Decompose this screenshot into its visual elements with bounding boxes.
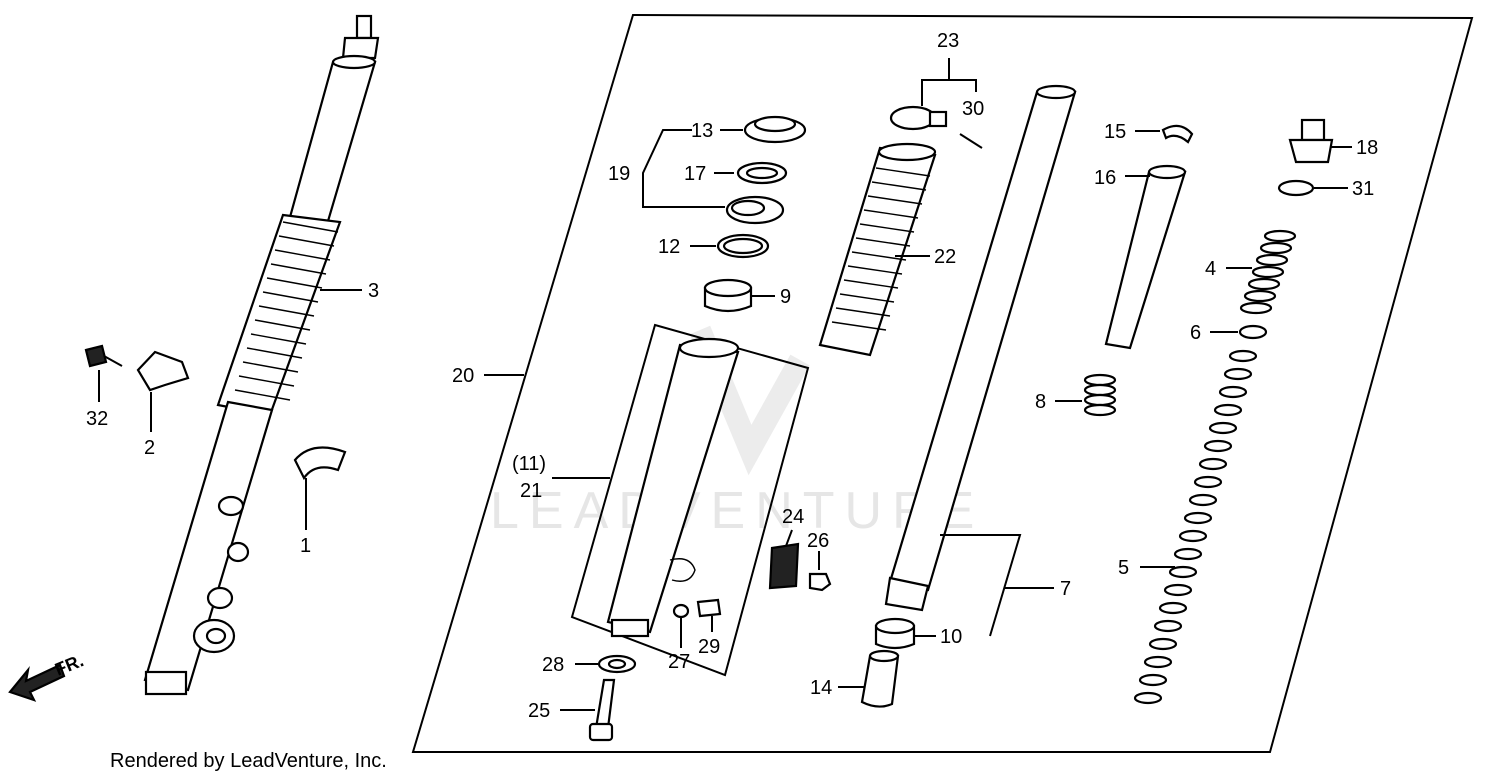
outer-slider [143, 400, 274, 692]
dust-seal-13-lip [753, 115, 797, 133]
slider-boss-3 [206, 586, 234, 610]
cable-clamp [136, 350, 190, 392]
credit-text: Rendered by LeadVenture, Inc. [110, 750, 387, 772]
inner-tube-7-end [884, 576, 930, 612]
axle-hole [205, 627, 227, 645]
fork-assembly-complete [143, 14, 380, 696]
label-15: 15 [1104, 121, 1126, 143]
o-ring-31 [1277, 179, 1315, 197]
slider-bottom [144, 670, 188, 696]
label-4: 4 [1205, 258, 1216, 280]
label-18: 18 [1356, 137, 1378, 159]
label-14: 14 [810, 677, 832, 699]
dust-boot-22 [818, 142, 937, 357]
label-29: 29 [698, 636, 720, 658]
spring-4 [1239, 229, 1297, 315]
fork-cap-base [341, 36, 380, 60]
label-27: 27 [668, 651, 690, 673]
stopper-ring-17-inner [745, 166, 779, 180]
slider-bushing-10-top [874, 617, 916, 635]
assembly-boundary [411, 13, 1474, 753]
label-7: 7 [1060, 578, 1071, 600]
snap-ring-15 [1161, 124, 1194, 144]
label-1: 1 [300, 535, 311, 557]
clamp-bolt-shank [103, 355, 123, 367]
label-28: 28 [542, 654, 564, 676]
arrow-icon [8, 663, 66, 702]
label-25: 25 [528, 700, 550, 722]
bottom-case-foot [610, 618, 650, 638]
bottom-case-fitting [669, 558, 696, 582]
label-26: 26 [807, 530, 829, 552]
direction-label: FR. [52, 650, 86, 679]
backup-ring-12-inner [722, 237, 764, 255]
bolt-29 [696, 598, 722, 618]
socket-bolt-25-head [588, 722, 614, 742]
fork-bolt-18-head [1300, 118, 1326, 142]
label-21: 21 [520, 480, 542, 502]
label-31: 31 [1352, 178, 1374, 200]
guide-bushing-9-top [703, 278, 753, 298]
boot-band-23-lug [928, 110, 948, 128]
washer-27 [672, 603, 690, 619]
label-8: 8 [1035, 391, 1046, 413]
label-30: 30 [962, 98, 984, 120]
bottom-case-top [678, 337, 740, 359]
label-6: 6 [1190, 322, 1201, 344]
fork-cap [355, 14, 373, 40]
clamp-bolt-head [84, 344, 108, 368]
boot-clip [293, 446, 347, 481]
label-16: 16 [1094, 167, 1116, 189]
label-32: 32 [86, 408, 108, 430]
inner-tube-top [331, 54, 377, 70]
label-5: 5 [1118, 557, 1129, 579]
bottom-case-frame [570, 323, 810, 677]
label-12: 12 [658, 236, 680, 258]
fork-bolt-18-body [1288, 138, 1334, 164]
label-3: 3 [368, 280, 379, 302]
leader-24 [785, 529, 793, 547]
rebound-spring-8 [1083, 373, 1117, 417]
inner-tube [285, 60, 377, 240]
inner-tube-7-top [1035, 84, 1077, 100]
leader-7-bracket [940, 534, 1022, 637]
screw-30 [959, 133, 983, 149]
watermark: LEADVENTURE [490, 325, 984, 540]
spring-seat-6 [1238, 324, 1268, 340]
label-10: 10 [940, 626, 962, 648]
bracket-19 [642, 129, 725, 208]
watermark-text: LEADVENTURE [490, 482, 984, 540]
oil-seal-19-inner [730, 199, 766, 217]
label-24: 24 [782, 506, 804, 528]
damper-rod-16 [1104, 170, 1187, 350]
gasket-28-hole [607, 658, 627, 670]
holder-24 [768, 542, 800, 590]
socket-bolt-25-shank [594, 678, 616, 730]
boot-band-23 [889, 105, 937, 131]
label-22: 22 [934, 246, 956, 268]
label-2: 2 [144, 437, 155, 459]
label-19: 19 [608, 163, 630, 185]
dust-boot [216, 213, 342, 417]
oil-lock-piece-14-top [868, 649, 900, 663]
label-23: 23 [937, 30, 959, 52]
label-13: 13 [691, 120, 713, 142]
slider-boss-1 [217, 495, 245, 517]
slider-boss-2 [226, 541, 250, 563]
fork-spring-5 [1133, 349, 1258, 705]
oil-lock-piece-14 [860, 654, 900, 708]
front-direction-arrow: FR. [8, 650, 86, 702]
label-9: 9 [780, 286, 791, 308]
label-11: (11) [512, 453, 546, 475]
nut-26 [808, 572, 832, 592]
damper-rod-16-top [1147, 164, 1187, 180]
label-17: 17 [684, 163, 706, 185]
label-20: 20 [452, 365, 474, 387]
